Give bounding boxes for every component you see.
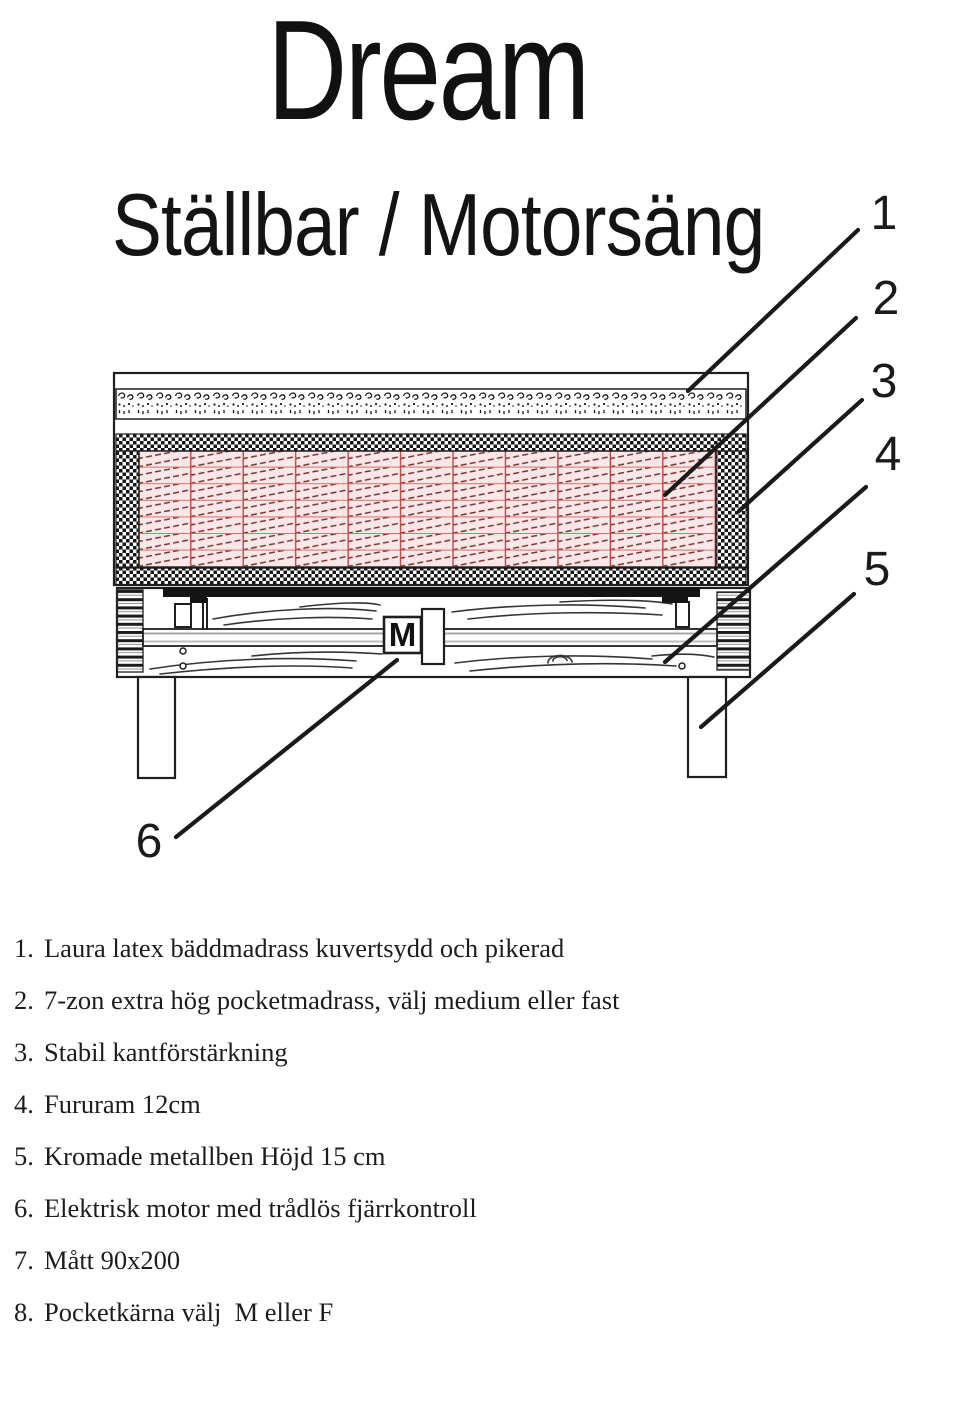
- motor-unit: M: [382, 607, 446, 666]
- list-item: 4. Fururam 12cm: [14, 1078, 774, 1130]
- callout-numbers: 1 2 3 4 5 6: [136, 187, 902, 868]
- list-item-number: 6.: [14, 1193, 34, 1223]
- list-item-text: Fururam 12cm: [44, 1089, 201, 1119]
- callout-1: 1: [871, 187, 898, 240]
- list-item-text: Pocketkärna välj M eller F: [44, 1297, 334, 1327]
- list-item-text: Stabil kantförstärkning: [44, 1037, 288, 1067]
- frame-brackets: [174, 598, 690, 630]
- callout-4: 4: [875, 428, 902, 481]
- callout-5: 5: [864, 543, 891, 596]
- side-spring-block-left: [116, 589, 144, 673]
- page-title-text: Dream: [267, 0, 591, 150]
- callout-2: 2: [873, 272, 900, 325]
- callout-3: 3: [871, 355, 898, 408]
- screw-heads: [179, 647, 686, 670]
- list-item: 5. Kromade metallben Höjd 15 cm: [14, 1130, 774, 1182]
- list-item-number: 7.: [14, 1245, 34, 1275]
- list-item: 8. Pocketkärna välj M eller F: [14, 1286, 774, 1338]
- leader-line-3: [736, 397, 865, 514]
- motor-label: M: [389, 616, 417, 653]
- leader-line-2: [662, 315, 859, 498]
- leader-line-1: [685, 227, 861, 394]
- list-item-number: 3.: [14, 1037, 34, 1067]
- leader-line-6: [173, 657, 400, 840]
- edge-reinforcement-left: [115, 450, 140, 569]
- motor-box: [382, 615, 423, 655]
- list-item-number: 8.: [14, 1297, 34, 1327]
- list-item-number: 5.: [14, 1141, 34, 1171]
- page-subtitle-text: Ställbar / Motorsäng: [112, 175, 765, 274]
- list-item-number: 2.: [14, 985, 34, 1015]
- callout-lines: [173, 227, 869, 840]
- list-item: 3. Stabil kantförstärkning: [14, 1026, 774, 1078]
- list-item: 2. 7-zon extra hög pocketmadrass, välj me…: [14, 974, 774, 1026]
- list-item-text: Laura latex bäddmadrass kuvertsydd och p…: [44, 933, 565, 963]
- padding-band-bottom: [115, 566, 747, 586]
- list-item-number: 1.: [14, 933, 34, 963]
- motor-mount: [420, 607, 446, 666]
- topper-quilt-layer: [115, 388, 747, 420]
- slat-spacer-left: [190, 597, 207, 603]
- list-item: 7. Mått 90x200: [14, 1234, 774, 1286]
- bed-leg-left: [136, 675, 177, 780]
- list-item-text: Elektrisk motor med trådlös fjärrkontrol…: [44, 1193, 477, 1223]
- list-item-text: 7-zon extra hög pocketmadrass, välj medi…: [44, 985, 620, 1015]
- list-item-number: 4.: [14, 1089, 34, 1119]
- slat-spacer-right: [662, 597, 688, 603]
- bed-leg-right: [686, 675, 728, 779]
- feature-list: 1. Laura latex bäddmadrass kuvertsydd och…: [14, 922, 774, 1338]
- leader-line-5: [698, 591, 857, 730]
- list-item-text: Mått 90x200: [44, 1245, 181, 1275]
- list-item: 1. Laura latex bäddmadrass kuvertsydd och…: [14, 922, 774, 974]
- pocket-spring-core: [138, 450, 717, 569]
- page-subtitle: Ställbar / Motorsäng: [112, 181, 880, 269]
- list-item: 6. Elektrisk motor med trådlös fjärrkontr…: [14, 1182, 774, 1234]
- slat-bar: [163, 587, 700, 597]
- leader-line-4: [662, 484, 869, 665]
- padding-band-top: [115, 433, 747, 452]
- callout-6: 6: [136, 815, 163, 868]
- page-title: Dream: [0, 0, 856, 142]
- list-item-text: Kromade metallben Höjd 15 cm: [44, 1141, 386, 1171]
